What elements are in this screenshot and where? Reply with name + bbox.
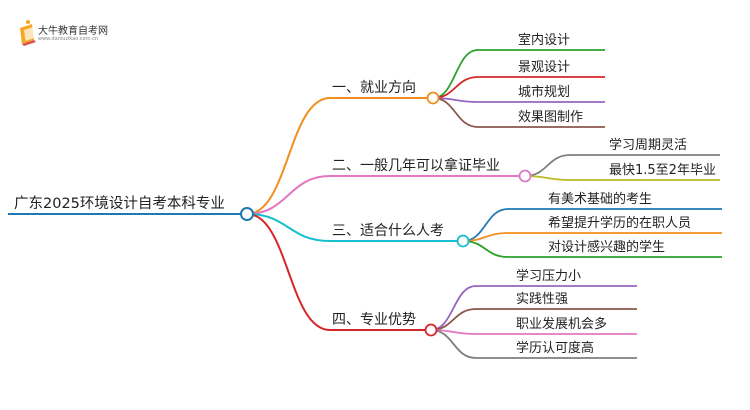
branch-4-child-2-connector [430,308,477,331]
logo-icon [20,20,36,46]
branch-1-child-2-label: 景观设计 [518,60,570,75]
branch-2-connector [246,175,331,215]
branch-3-child-3-connector [462,240,509,258]
branch-1-child-2-connector [432,76,479,99]
branch-4-node [424,323,438,337]
logo-url: www.daniuzikao.com.cn [38,36,98,42]
branch-2-node [518,169,532,183]
branch-4-child-2-label: 实践性强 [516,292,568,307]
branch-1-child-3-label: 城市规划 [518,84,570,100]
branch-4-child-1-label: 学习压力小 [516,268,581,284]
branch-1-connector [246,97,331,215]
branch-4-label: 四、专业优势 [332,312,416,328]
branch-1-node [426,91,440,105]
branch-1-child-1-label: 室内设计 [518,32,570,48]
branch-3-node [456,234,470,248]
branch-4-child-1-connector [430,285,477,331]
branch-1-child-4-label: 效果图制作 [518,110,583,125]
branch-2-label: 二、一般几年可以拿证毕业 [332,157,500,174]
branch-4-child-3-label: 职业发展机会多 [516,316,607,332]
branch-3-child-2-label: 希望提升学历的在职人员 [548,215,691,231]
branch-2-child-1-label: 学习周期灵活 [609,137,687,153]
root-label: 广东2025环境设计自考本科专业 [14,194,225,212]
branch-2-child-2-label: 最快1.5至2年毕业 [609,163,716,178]
branch-1-label: 一、就业方向 [332,80,416,96]
root-node [240,207,254,221]
branch-4-child-4-label: 学历认可度高 [516,340,594,356]
book-icon [20,20,36,46]
branch-2-child-1-connector [524,154,571,177]
branch-3-child-2-connector [462,232,509,242]
branch-3-child-3-label: 对设计感兴趣的学生 [548,239,665,255]
branch-3-connector [246,213,331,242]
branch-3-label: 三、适合什么人考 [332,223,444,239]
branch-3-child-1-label: 有美术基础的考生 [548,191,652,207]
branch-2-child-2-connector [524,175,571,181]
branch-1-child-1-connector [432,49,479,99]
branch-4-connector [246,213,331,331]
logo-name: 大牛教育自考网 [38,26,108,37]
